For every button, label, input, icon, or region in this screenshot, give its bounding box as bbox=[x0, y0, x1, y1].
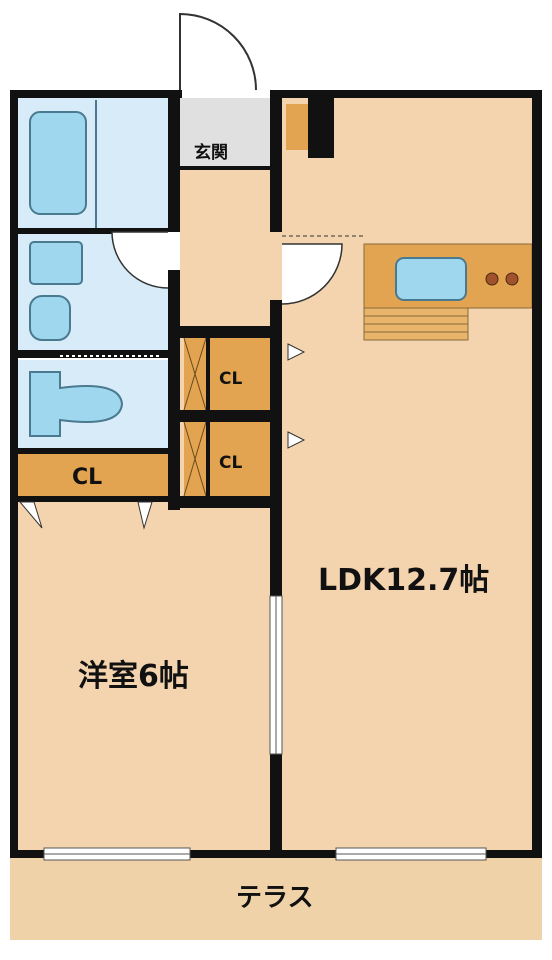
door-swing-icon bbox=[287, 431, 306, 449]
door-swing-icon bbox=[287, 343, 306, 361]
ldk-floor bbox=[276, 98, 532, 850]
door-swing-icon bbox=[137, 501, 153, 530]
bathtub-icon bbox=[29, 111, 87, 215]
washbasin-icon bbox=[29, 241, 83, 285]
closet-left-label: CL bbox=[72, 465, 102, 490]
closet-lower-label: CL bbox=[219, 453, 242, 473]
shoe-cabinet bbox=[286, 104, 308, 150]
closet-upper bbox=[208, 338, 270, 410]
stove-icon bbox=[505, 272, 519, 286]
closet-upper-label: CL bbox=[219, 369, 242, 389]
entrance-floor bbox=[180, 98, 276, 170]
western-room-floor bbox=[18, 500, 278, 850]
shelf-cross bbox=[183, 337, 207, 411]
door-swing-icon bbox=[281, 243, 343, 305]
door-swing-icon bbox=[18, 501, 43, 529]
ldk-label: LDK12.7帖 bbox=[318, 563, 489, 598]
washing-machine-icon bbox=[29, 295, 71, 341]
toilet-icon bbox=[29, 371, 124, 437]
sink-icon bbox=[395, 257, 467, 301]
entrance-label: 玄関 bbox=[194, 142, 228, 163]
door-swing-icon bbox=[111, 231, 169, 289]
walls bbox=[10, 90, 542, 858]
door-swing-icon bbox=[179, 12, 257, 91]
closet-left bbox=[18, 452, 168, 498]
western-room-label: 洋室6帖 bbox=[78, 659, 189, 694]
stove-icon bbox=[485, 272, 499, 286]
terrace-floor bbox=[10, 858, 542, 940]
closet-lower bbox=[208, 422, 270, 496]
shelf-cross bbox=[183, 421, 207, 497]
terrace-label: テラス bbox=[236, 883, 313, 913]
